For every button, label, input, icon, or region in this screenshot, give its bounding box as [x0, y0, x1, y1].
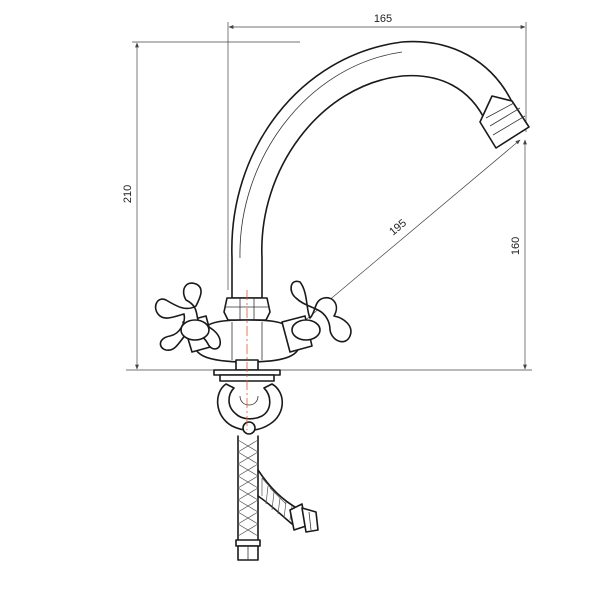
handle-right[interactable]	[281, 280, 352, 353]
aerator-ring-1	[485, 102, 515, 119]
dimension-label-height: 210	[122, 185, 134, 203]
clamp-slot	[239, 395, 259, 406]
dimension-spout-height: 160	[510, 139, 527, 370]
fitting-left-collar	[235, 539, 261, 547]
handle-left[interactable]	[154, 282, 222, 353]
clamp-body	[216, 383, 284, 432]
spout-body	[231, 40, 514, 299]
clamp-nut	[242, 421, 256, 435]
hose-fitting-right	[289, 503, 319, 533]
fitting-right-line	[308, 511, 312, 531]
flexible-hoses	[237, 435, 301, 541]
hose-fitting-left	[235, 539, 261, 561]
hose-left-braid	[237, 439, 259, 537]
spout-highlight	[239, 51, 403, 259]
hose-right-outline-b	[257, 495, 293, 525]
handle-right-cross	[290, 280, 352, 343]
dimension-label-reach: 195	[387, 217, 409, 238]
dimension-width: 165	[227, 13, 527, 290]
mounting-clamp	[216, 383, 284, 435]
dimension-label-spout-height: 160	[510, 237, 522, 255]
dimension-height: 210	[122, 41, 300, 370]
aerator-ring-2	[489, 107, 521, 127]
handle-left-cap	[180, 319, 210, 341]
hose-right-braid	[261, 477, 293, 521]
spout-aerator	[479, 95, 530, 149]
dimension-label-width: 165	[374, 13, 392, 25]
aerator-ring-3	[492, 115, 526, 136]
faucet-spout	[231, 40, 530, 299]
handle-right-cap	[291, 319, 321, 341]
